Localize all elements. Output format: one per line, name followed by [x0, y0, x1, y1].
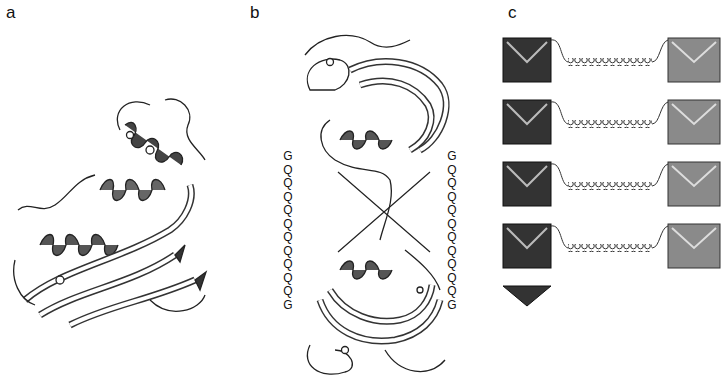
sequence-column: GQQQQQQQQQQG: [446, 150, 458, 312]
ribbon-structure: [14, 99, 206, 325]
sequence-column: GQQQQQQQQQQG: [282, 150, 294, 312]
dimer-structure: [305, 36, 446, 375]
panel-letter: a: [6, 4, 15, 21]
domain-chain-schematic: [503, 38, 720, 306]
panel-letter: b: [250, 4, 259, 21]
panel-letter: c: [508, 4, 517, 21]
